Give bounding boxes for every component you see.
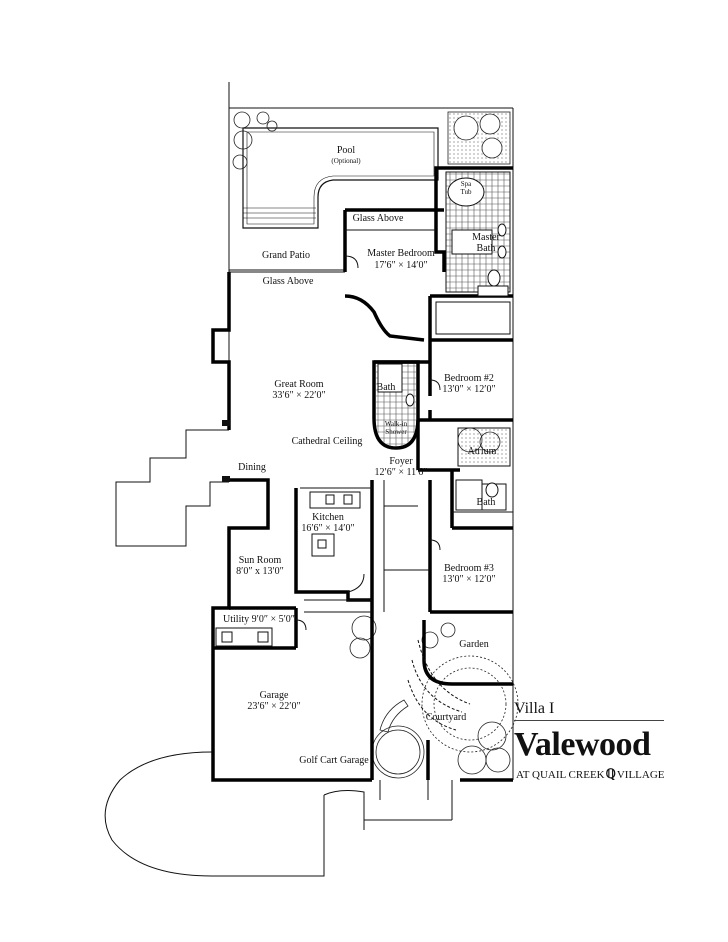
brand-logo: Valewood (514, 726, 651, 763)
terrace (115, 429, 229, 547)
window-marks (222, 420, 230, 482)
bedroom-3-label: Bedroom #3 (444, 563, 494, 574)
qc-monogram-icon: ℚ (605, 766, 616, 781)
golf-cart-garage-label: Golf Cart Garage (299, 755, 369, 766)
pool-area (229, 127, 439, 271)
master-bath-label: Master (472, 232, 500, 243)
bath-2-label: Bath (476, 497, 496, 508)
sun-room-dim: 8′0″ x 13′0″ (236, 566, 284, 577)
brand-tagline: AT QUAIL CREEKℚVILLAGE (516, 766, 665, 782)
glass-above-label-2: Glass Above (262, 276, 314, 287)
master-bedroom-label: Master Bedroom (367, 248, 435, 259)
kitchen-dim: 16′6″ × 14′0″ (301, 523, 355, 534)
utility-label: Utility 9′0″ × 5′0″ (223, 614, 295, 625)
interior-details (215, 171, 513, 731)
pool-label: Pool (336, 145, 356, 156)
spa-label: Spa (460, 180, 472, 188)
cathedral-ceiling-label: Cathedral Ceiling (291, 436, 363, 447)
bath-1-label: Bath (376, 382, 396, 393)
glass-above-label: Glass Above (352, 213, 404, 224)
shower-label: Shower (385, 428, 407, 436)
great-room-dim: 33′6″ × 22′0″ (272, 390, 326, 401)
pool-note-label: (Optional) (331, 157, 361, 165)
garden-label: Garden (459, 639, 489, 650)
sun-room-label: Sun Room (238, 555, 282, 566)
dining-label: Dining (238, 462, 266, 473)
tagline-part-2: VILLAGE (616, 769, 665, 781)
great-room-label: Great Room (274, 379, 324, 390)
kitchen-label: Kitchen (312, 512, 344, 523)
atrium-label: Atrium (467, 446, 497, 457)
bedroom-3-dim: 13′0″ × 12′0″ (442, 574, 496, 585)
garage-dim: 23′6″ × 22′0″ (247, 701, 301, 712)
master-bath-label-2: Bath (476, 243, 496, 254)
courtyard-label: Courtyard (425, 712, 467, 723)
bedroom-2-label: Bedroom #2 (444, 373, 494, 384)
bedroom-2-dim: 13′0″ × 12′0″ (442, 384, 496, 395)
model-name: Villa I (514, 700, 555, 717)
tagline-part-1: AT QUAIL CREEK (516, 769, 605, 781)
foyer-dim: 12′6″ × 11′6″ (374, 467, 428, 478)
master-bedroom-dim: 17′6″ × 14′0″ (374, 260, 428, 271)
garage-label: Garage (259, 690, 289, 701)
walk-in-label: Walk-in (384, 420, 408, 428)
foyer-label: Foyer (389, 456, 413, 467)
landscaping (232, 111, 519, 779)
grand-patio-label: Grand Patio (261, 250, 311, 261)
spa-tub-label: Tub (460, 188, 472, 196)
driveway (104, 751, 453, 877)
title-rule (514, 720, 664, 721)
